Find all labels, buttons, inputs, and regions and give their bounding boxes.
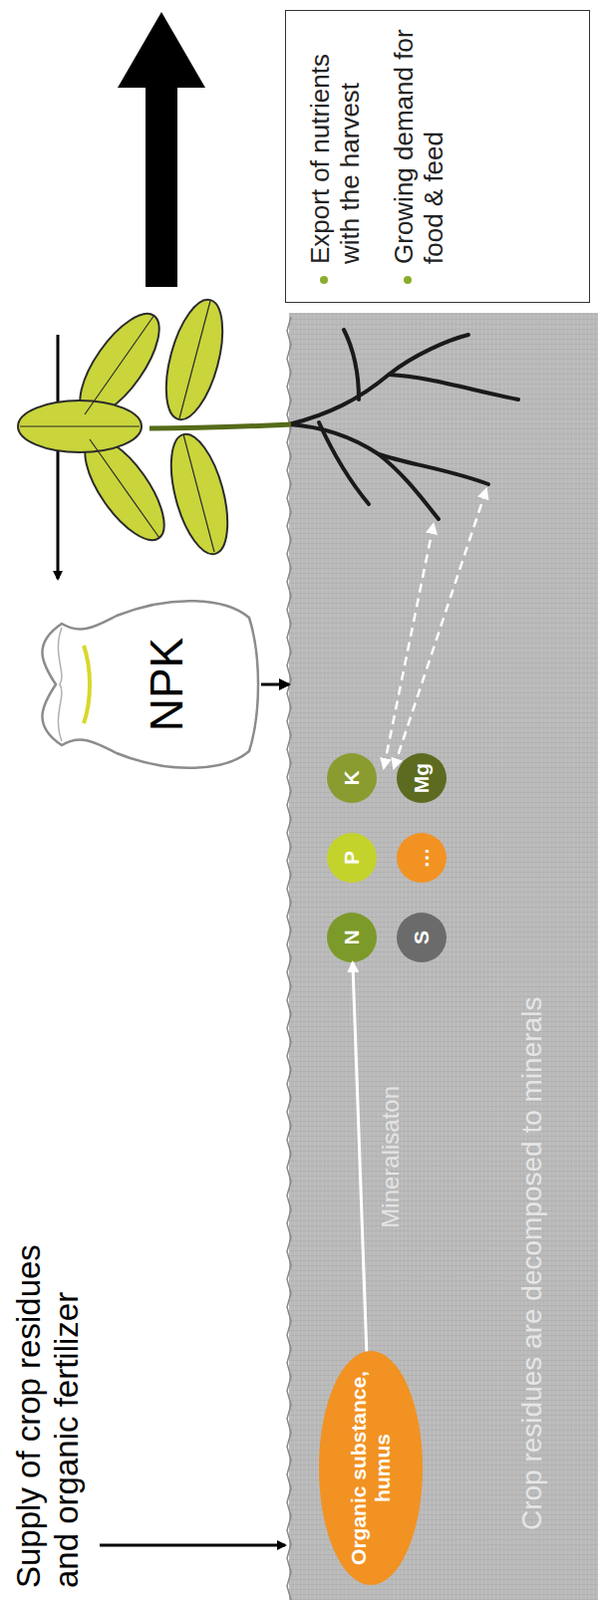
nutrient-circle: K xyxy=(326,753,377,804)
nutrient-circle: P xyxy=(326,833,377,884)
connector-arrow xyxy=(261,683,290,687)
nutrient-circle: S xyxy=(396,912,447,963)
humus-ellipse: Organic substance, humus xyxy=(318,1351,423,1586)
bag-label: NPK xyxy=(139,594,194,776)
ellipse-text: Organic substance, humus xyxy=(346,1369,395,1568)
soil-caption: Crop residues are decomposed to minerals xyxy=(516,713,549,1531)
edge-label: Mineralisaton xyxy=(376,1086,405,1229)
nutrient-circle: … xyxy=(396,833,447,884)
plant-stem xyxy=(149,424,292,429)
nutrient-symbol: S xyxy=(409,930,434,945)
bag-tie xyxy=(83,645,90,724)
nutrient-symbol: N xyxy=(339,929,364,945)
bullet-dot xyxy=(319,276,328,285)
nutrient-symbol: K xyxy=(339,770,364,786)
soil-edge xyxy=(287,316,292,1600)
leaf-veins xyxy=(19,300,215,553)
info-text: Export of nutrients with the harvest xyxy=(305,24,366,265)
info-text: Growing demand for food & feed xyxy=(389,24,450,265)
plant-leaves xyxy=(17,294,239,561)
bag-fold xyxy=(57,627,62,742)
supply-arrow xyxy=(99,1544,286,1548)
nutrient-symbol: Mg xyxy=(409,763,434,794)
soil-band: Crop residues are decomposed to minerals… xyxy=(289,312,598,1600)
supply-label: Supply of crop residues and organic fert… xyxy=(9,1209,86,1589)
fertilizer-bag: NPK xyxy=(21,594,262,776)
export-arrow xyxy=(117,11,206,288)
info-box: Export of nutrients with the harvest Grow… xyxy=(285,9,591,303)
bullet-dot xyxy=(403,276,412,285)
nutrient-circle: N xyxy=(326,912,377,963)
nutrient-symbol: … xyxy=(409,848,434,870)
flow-arrow xyxy=(56,334,60,580)
nutrient-circle: Mg xyxy=(396,753,447,804)
soil-surface xyxy=(286,312,295,1600)
nutrient-symbol: P xyxy=(339,851,364,866)
